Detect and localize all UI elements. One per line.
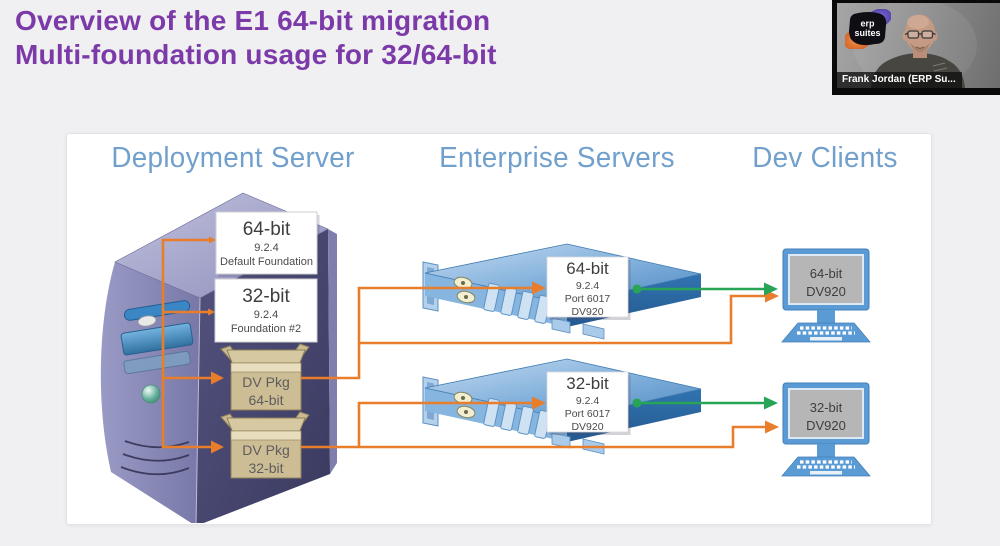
arrowhead-to-es64	[532, 281, 546, 295]
dvpkg32-name: DV Pkg	[242, 442, 289, 458]
es32-port: Port 6017	[565, 408, 611, 420]
arrowhead-to-64bit-foundation	[209, 236, 216, 244]
dev-client-64-screen	[788, 254, 864, 305]
webcam-participant-name: Frank Jordan (ERP Su...	[837, 72, 962, 88]
dev-client-64bit: 64-bit DV920	[781, 248, 871, 343]
package-box-dv64: DV Pkg 64-bit	[220, 343, 310, 411]
tower-eject-button	[137, 315, 157, 327]
foundation-32-bits: 32-bit	[242, 286, 290, 307]
logo-word-suites: suites	[854, 28, 880, 38]
erp-suites-logo: erp suites	[845, 9, 891, 49]
foundation-32-version: 9.2.4	[254, 309, 278, 321]
es32-version: 9.2.4	[576, 395, 600, 407]
column-heading-deployment-server: Deployment Server	[111, 142, 355, 174]
column-heading-dev-clients: Dev Clients	[752, 142, 898, 174]
package-flow-tower-arrowheads	[208, 236, 224, 454]
tower-front-edge-highlight	[195, 297, 201, 523]
foundation-box-64bit: 64-bit 9.2.4 Default Foundation	[215, 211, 320, 277]
column-heading-enterprise-servers: Enterprise Servers	[439, 142, 675, 174]
foundation-64-note: Default Foundation	[220, 256, 313, 268]
route-dvpkg64-to-client64	[359, 294, 765, 345]
slide-title-line1: Overview of the E1 64-bit migration	[15, 5, 491, 36]
client-connections	[632, 282, 778, 410]
webcam-overlay[interactable]: erp suites Frank Jordan (ERP Su...	[832, 0, 1000, 95]
arrowhead-to-es32	[532, 396, 546, 410]
dvpkg32-bits: 32-bit	[248, 460, 283, 476]
tower-power-button	[141, 384, 161, 404]
route-dvpkg32-to-es32	[357, 401, 532, 447]
arrowhead-to-client32	[765, 420, 779, 434]
dev-client-32bit: 32-bit DV920	[781, 382, 871, 477]
presenter-glasses	[904, 30, 936, 39]
tower-lower-slot	[123, 350, 191, 375]
foundation-64-version: 9.2.4	[254, 242, 278, 254]
tower-vents	[120, 440, 190, 476]
client32-env: DV920	[806, 418, 846, 433]
client64-bits: 64-bit	[810, 266, 843, 281]
server2-drive-bays	[483, 397, 551, 439]
monitor-stand	[817, 310, 835, 323]
foundation-64-bits: 64-bit	[243, 219, 291, 240]
package-flow-tower-connectors	[161, 238, 211, 449]
tower-cd-slot	[123, 300, 191, 321]
dvpkg64-name: DV Pkg	[242, 374, 289, 390]
package-flow-arrowheads	[532, 281, 779, 434]
arrowhead-to-32bit-foundation	[208, 308, 215, 316]
slide-title-line2: Multi-foundation usage for 32/64-bit	[15, 39, 497, 70]
es32-env: DV920	[571, 421, 603, 433]
es64-version: 9.2.4	[576, 280, 600, 292]
foundation-32-note: Foundation #2	[231, 323, 301, 335]
slide-title: Overview of the E1 64-bit migration Mult…	[15, 4, 665, 72]
route-dvpkg64-to-es64	[301, 286, 532, 380]
dvpkg64-bits: 64-bit	[248, 392, 283, 408]
es-label-box-64bit: 64-bit 9.2.4 Port 6017 DV920	[546, 256, 631, 320]
es64-bits: 64-bit	[566, 259, 609, 278]
es32-bits: 32-bit	[566, 374, 609, 393]
client64-env: DV920	[806, 284, 846, 299]
es64-port: Port 6017	[565, 293, 611, 305]
architecture-diagram: 64-bit 9.2.4 Default Foundation 32-bit 9…	[100, 192, 871, 523]
server1-drive-bays	[483, 282, 551, 324]
es-label-box-32bit: 32-bit 9.2.4 Port 6017 DV920	[546, 371, 631, 435]
monitor-stand	[817, 444, 835, 457]
arrowhead-to-dvpkg64	[211, 371, 224, 385]
webcam-video-feed: erp suites Frank Jordan (ERP Su...	[837, 3, 1000, 88]
dev-client-32-screen	[788, 388, 864, 439]
arrowhead-to-dvpkg32	[211, 440, 224, 454]
logo-word-erp: erp	[860, 19, 875, 29]
foundation-box-32bit: 32-bit 9.2.4 Foundation #2	[214, 278, 320, 345]
client32-bits: 32-bit	[810, 400, 843, 415]
package-flow-routes	[301, 286, 765, 449]
tower-right-edge	[328, 229, 337, 474]
tower-drive-tray	[120, 322, 194, 356]
route-dvpkg32-to-client32	[301, 425, 765, 449]
es64-env: DV920	[571, 306, 603, 318]
package-flow-trunk	[161, 238, 211, 449]
package-box-dv32: DV Pkg 32-bit	[220, 411, 310, 479]
